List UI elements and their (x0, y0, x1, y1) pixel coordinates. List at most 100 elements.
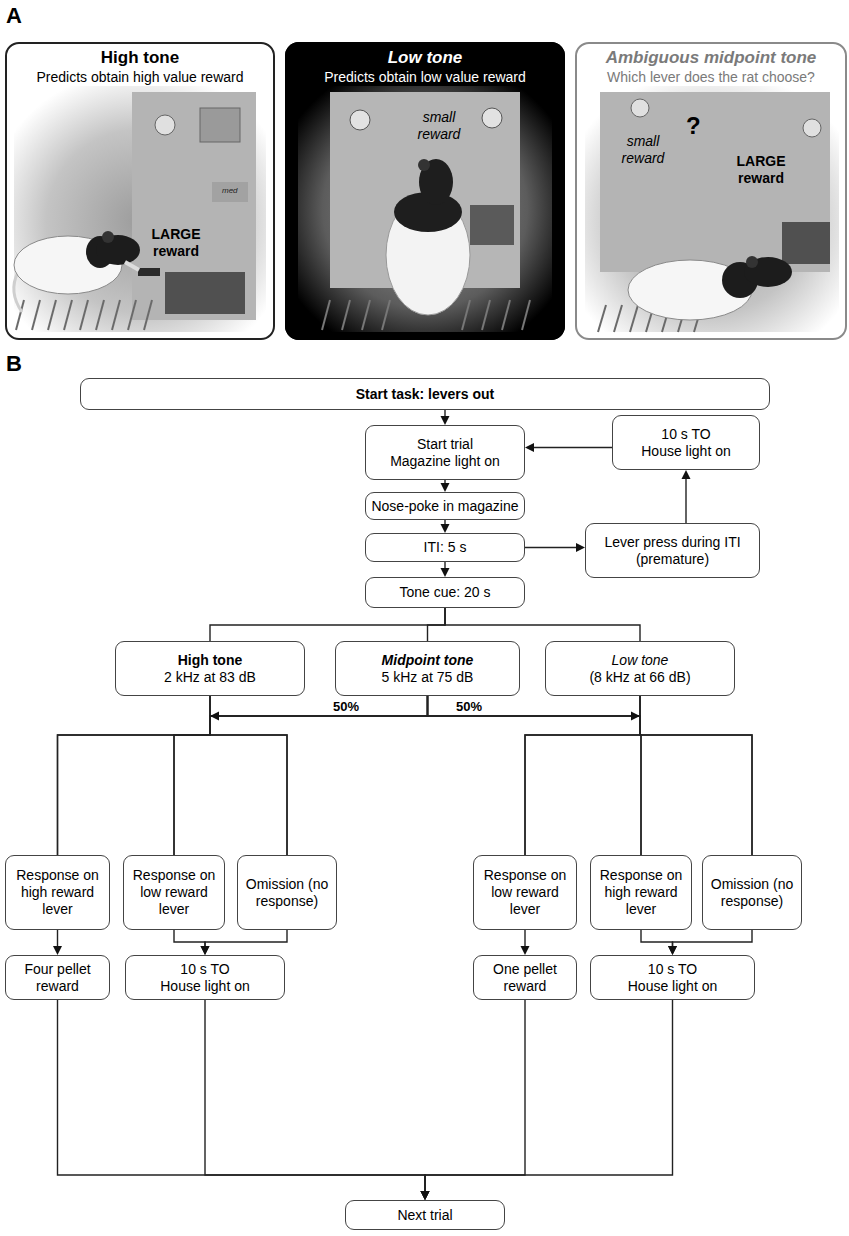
node-heading: 10 s TO (661, 426, 710, 443)
note-label: ? (686, 113, 701, 139)
connector (428, 696, 642, 855)
photo-ground (298, 86, 552, 332)
connector (641, 930, 673, 947)
label-holder: B (6, 352, 22, 376)
connector (525, 547, 577, 548)
magazine (165, 272, 245, 314)
process-box: Midpoint tone5 kHz at 75 dB (335, 641, 520, 696)
node-text: Which lever does the rat choose? (577, 68, 845, 86)
arrow-head (53, 946, 62, 955)
connector (445, 608, 640, 641)
node-text: Magazine light on (390, 453, 500, 470)
magazine (782, 222, 830, 264)
node-heading: ITI: 5 s (424, 539, 467, 556)
rat-ear (418, 159, 430, 171)
speaker (200, 108, 240, 142)
chamber-wall (132, 92, 256, 320)
connector (57, 930, 58, 947)
panel-ground (5, 42, 275, 340)
arrow-head (441, 524, 450, 533)
node-heading: 10 s TO (648, 961, 697, 978)
logo-plate (212, 182, 248, 202)
connector (210, 608, 445, 641)
arrow-head (210, 712, 219, 721)
connector (533, 447, 612, 448)
node-heading: Nose-poke in magazine (371, 498, 518, 515)
cue-light (631, 99, 649, 117)
lever (138, 268, 160, 276)
node-heading: Response on high reward lever (10, 867, 105, 918)
chamber-wall (600, 92, 830, 272)
node-heading: Omission (no response) (242, 876, 332, 910)
probability-label: 50% (333, 699, 359, 714)
node-text: 2 kHz at 83 dB (164, 669, 256, 686)
arrow-head (421, 1191, 430, 1200)
connector (58, 696, 211, 855)
magazine (470, 205, 514, 245)
rat-ear (102, 231, 114, 243)
connector (428, 696, 641, 855)
node-text: small reward (617, 133, 669, 167)
process-box: Tone cue: 20 s (365, 577, 525, 608)
label-holder: med (222, 186, 238, 196)
process-box: 10 s TOHouse light on (125, 955, 285, 1000)
arrow-head (421, 1191, 430, 1200)
rat-head (744, 257, 792, 287)
connector (205, 930, 287, 947)
connector (205, 1000, 425, 1192)
photo-ground (585, 86, 839, 332)
photo-panel: Ambiguous midpoint toneWhich lever does … (575, 42, 847, 340)
probability-label: 50% (456, 699, 482, 714)
process-box: 10 s TOHouse light on (590, 955, 755, 1000)
connector (525, 696, 640, 855)
node-heading: 10 s TO (180, 961, 229, 978)
node-heading: One pellet reward (485, 961, 565, 995)
arrow-head (201, 946, 210, 955)
process-box: Low tone(8 kHz at 66 dB) (545, 641, 735, 696)
process-box: Lever press during ITI (premature) (585, 523, 760, 578)
process-box: Four pellet reward (5, 955, 110, 1000)
node-heading: Ambiguous midpoint tone (577, 48, 845, 68)
node-heading: Next trial (397, 1207, 452, 1224)
process-box: Response on high reward lever (5, 855, 110, 930)
connector (210, 696, 287, 855)
arrow-head (525, 443, 534, 452)
node-heading: Midpoint tone (382, 652, 474, 669)
connector (425, 1000, 525, 1192)
rat-paw (125, 262, 139, 270)
arrow-head (441, 416, 450, 425)
rat-head (419, 159, 453, 205)
arrow-head (668, 946, 677, 955)
node-heading: Lever press during ITI (premature) (603, 534, 743, 568)
label-holder: 50% (333, 699, 359, 714)
node-heading: Response on high reward lever (595, 867, 687, 918)
node-heading: Low tone (612, 652, 669, 669)
node-text: (8 kHz at 66 dB) (589, 669, 690, 686)
connector (174, 696, 428, 855)
node-heading: Response on low reward lever (128, 867, 220, 918)
connector (210, 696, 428, 855)
arrow-head (521, 946, 530, 955)
connector (428, 696, 753, 855)
panel-ground (285, 42, 565, 340)
connector (524, 930, 525, 947)
process-box: High tone2 kHz at 83 dB (115, 641, 305, 696)
process-box: Response on low reward lever (123, 855, 225, 930)
arrow-head (682, 470, 691, 479)
label-holder: 50% (456, 699, 482, 714)
process-box: Next trial (345, 1200, 505, 1230)
rat-ear (746, 256, 758, 268)
node-text: House light on (641, 443, 731, 460)
cue-light (350, 110, 370, 130)
cue-light (803, 119, 821, 137)
connector (174, 930, 205, 947)
panel-ground (575, 42, 847, 340)
arrow-head (441, 483, 450, 492)
node-heading: Four pellet reward (18, 961, 98, 995)
connector (640, 696, 752, 855)
node-text: House light on (160, 978, 250, 995)
connector (174, 696, 210, 855)
node-heading: Start trial (417, 436, 473, 453)
process-box: 10 s TOHouse light on (612, 415, 760, 470)
